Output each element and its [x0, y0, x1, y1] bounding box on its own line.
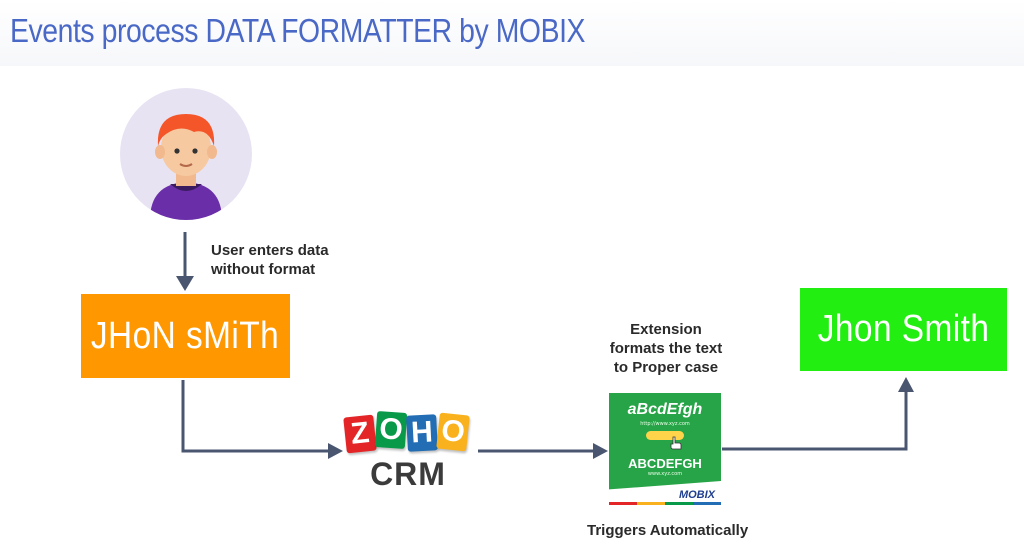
- arrow-head-icon: [176, 276, 194, 291]
- arrow-head-icon: [898, 377, 914, 392]
- zoho-letter-o: O: [436, 412, 470, 452]
- arrow-head-icon: [593, 443, 608, 459]
- unformatted-name-text: JHoN sMiTh: [91, 314, 280, 357]
- extension-color-stripe: [609, 502, 721, 505]
- extension-sample-url-bottom: www.xyz.com: [647, 471, 683, 477]
- user-avatar-icon: [120, 88, 252, 220]
- hand-pointer-icon: [670, 436, 682, 450]
- connector-extension-to-output: [722, 390, 908, 451]
- extension-sample-upper: ABCDEFGH: [628, 456, 702, 471]
- formatted-name-text: Jhon Smith: [817, 308, 990, 350]
- zoho-crm-logo: Z O H O CRM: [343, 410, 471, 498]
- trigger-caption: Triggers Automatically: [587, 522, 749, 539]
- extension-card: aBcdEfgh http://www.xyz.com ABCDEFGH www…: [609, 393, 721, 505]
- zoho-letter-o: O: [374, 410, 408, 450]
- page-title: Events process DATA FORMATTER by MOBIX: [10, 12, 586, 49]
- title-band: [0, 0, 1024, 66]
- extension-sample-url: http://www.xyz.com: [640, 421, 690, 427]
- arrow-head-icon: [328, 443, 343, 459]
- zoho-letter-z: Z: [343, 414, 377, 454]
- extension-sample-lower: aBcdEfgh: [627, 401, 703, 418]
- crm-label: CRM: [370, 456, 446, 492]
- extension-caption: Extension formats the text to Proper cas…: [609, 321, 723, 376]
- connector-input-to-crm: [181, 380, 330, 453]
- unformatted-name-box: JHoN sMiTh: [81, 294, 290, 378]
- formatted-name-box: Jhon Smith: [800, 288, 1007, 371]
- user-caption: User enters data without format: [211, 242, 329, 278]
- zoho-letter-h: H: [406, 414, 438, 452]
- extension-sample-button: [646, 431, 684, 440]
- mobix-brand-logo: MOBIX: [678, 489, 715, 501]
